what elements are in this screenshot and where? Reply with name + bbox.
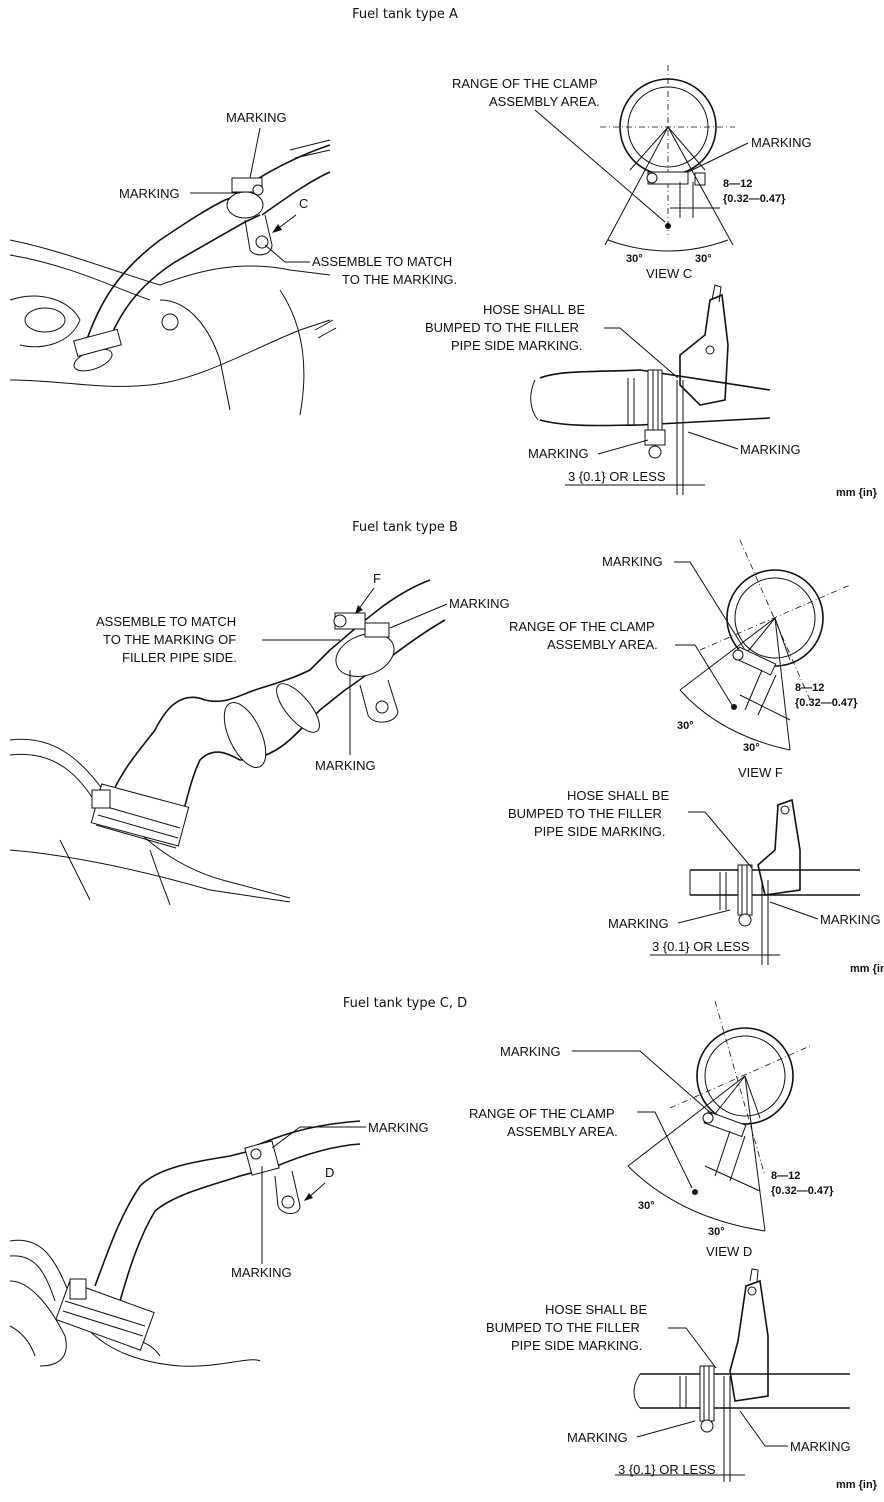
- side-marking-right-label: MARKING: [820, 912, 881, 927]
- filler-pipe: [55, 1120, 361, 1351]
- hose-label-line2: BUMPED TO THE FILLER: [486, 1320, 640, 1335]
- diagram-type-a: MARKING MARKING C ASSEMBLE TO MATCH TO T…: [9, 65, 878, 499]
- side-marking-left-label: MARKING: [608, 916, 669, 931]
- hose-label-line2: BUMPED TO THE FILLER: [425, 320, 579, 335]
- angle-right-label: 30°: [743, 742, 760, 754]
- angle-right-label: 30°: [708, 1226, 725, 1238]
- assemble-label-line3: FILLER PIPE SIDE.: [122, 650, 237, 665]
- side-marking-right-label: MARKING: [790, 1439, 851, 1454]
- angle-left-label: 30°: [626, 253, 643, 265]
- section-type-c-d: Fuel tank type C, D MARKING D MARKING: [0, 996, 884, 1502]
- view-f-caption: VIEW F: [738, 765, 783, 780]
- range-label-line1: RANGE OF THE CLAMP: [469, 1106, 615, 1121]
- gap-label: 3 {0.1} OR LESS: [652, 939, 750, 954]
- filler-pipe: [73, 139, 331, 372]
- side-view-a: [530, 284, 771, 495]
- hose-label-line3: PIPE SIDE MARKING.: [451, 338, 582, 353]
- view-d-diagram: [627, 1000, 811, 1232]
- view-c-caption: VIEW C: [646, 266, 692, 281]
- dim-in-label: {0.32—0.47}: [771, 1185, 834, 1197]
- angle-left-label: 30°: [677, 720, 694, 732]
- view-d-arrow-label: D: [325, 1165, 334, 1180]
- hose-label-line2: BUMPED TO THE FILLER: [508, 806, 662, 821]
- range-label-line1: RANGE OF THE CLAMP: [452, 76, 598, 91]
- view-c-marking-label: MARKING: [751, 135, 812, 150]
- unit-label: mm {in}: [850, 963, 884, 975]
- hose-label-line1: HOSE SHALL BE: [483, 302, 585, 317]
- overview-marking-bottom-label: MARKING: [315, 758, 376, 773]
- dim-mm-label: 8—12: [723, 178, 752, 190]
- assemble-label-line1: ASSEMBLE TO MATCH: [312, 254, 452, 269]
- overview-marking-top-label: MARKING: [449, 596, 510, 611]
- side-view-c-d: [615, 1268, 850, 1482]
- dim-in-label: {0.32—0.47}: [723, 193, 786, 205]
- range-label-line2: ASSEMBLY AREA.: [547, 637, 658, 652]
- view-c-diagram: [600, 65, 735, 252]
- view-f-arrow-label: F: [373, 571, 381, 586]
- view-c-arrow-label: C: [299, 196, 308, 211]
- hose-label-line1: HOSE SHALL BE: [545, 1302, 647, 1317]
- view-d-marking-label: MARKING: [500, 1044, 561, 1059]
- section-type-b: Fuel tank type B F: [0, 510, 884, 996]
- view-f-marking-label: MARKING: [602, 554, 663, 569]
- angle-left-label: 30°: [638, 1200, 655, 1212]
- overview-marking-top-label: MARKING: [368, 1120, 429, 1135]
- unit-label: mm {in}: [836, 1479, 878, 1491]
- range-label-line2: ASSEMBLY AREA.: [507, 1124, 618, 1139]
- view-f-diagram: [679, 539, 851, 751]
- range-label-line1: RANGE OF THE CLAMP: [509, 619, 655, 634]
- range-label-line2: ASSEMBLY AREA.: [489, 94, 600, 109]
- tank-overview: [9, 239, 337, 416]
- hose-label-line3: PIPE SIDE MARKING.: [511, 1338, 642, 1353]
- side-view-b: [650, 798, 860, 965]
- section-title: Fuel tank type B: [352, 520, 458, 535]
- angle-right-label: 30°: [695, 253, 712, 265]
- diagram-type-c-d: MARKING D MARKING MARKING RANGE OF THE C…: [9, 1000, 878, 1491]
- unit-label: mm {in}: [836, 487, 878, 499]
- overview-marking-left-label: MARKING: [119, 186, 180, 201]
- hose-label-line3: PIPE SIDE MARKING.: [534, 824, 665, 839]
- overview-marking-bottom-label: MARKING: [231, 1265, 292, 1280]
- side-marking-left-label: MARKING: [528, 446, 589, 461]
- section-title: Fuel tank type A: [352, 7, 458, 22]
- view-d-caption: VIEW D: [706, 1244, 752, 1259]
- assemble-label-line2: TO THE MARKING OF: [103, 632, 236, 647]
- side-marking-left-label: MARKING: [567, 1430, 628, 1445]
- assemble-label-line1: ASSEMBLE TO MATCH: [96, 614, 236, 629]
- section-type-a: Fuel tank type A: [0, 0, 884, 510]
- dim-mm-label: 8—12: [771, 1170, 800, 1182]
- section-title: Fuel tank type C, D: [342, 996, 468, 1011]
- gap-label: 3 {0.1} OR LESS: [568, 469, 666, 484]
- dim-in-label: {0.32—0.47}: [795, 697, 858, 709]
- side-marking-right-label: MARKING: [740, 442, 801, 457]
- overview-marking-top-label: MARKING: [226, 110, 287, 125]
- dim-mm-label: 8—12: [795, 682, 824, 694]
- diagram-type-b: F MARKING ASSEMBLE TO MATCH TO THE MARKI…: [9, 539, 884, 975]
- hose-label-line1: HOSE SHALL BE: [567, 788, 669, 803]
- assemble-label-line2: TO THE MARKING.: [342, 272, 457, 287]
- gap-label: 3 {0.1} OR LESS: [618, 1462, 716, 1477]
- filler-pipe: [90, 579, 446, 849]
